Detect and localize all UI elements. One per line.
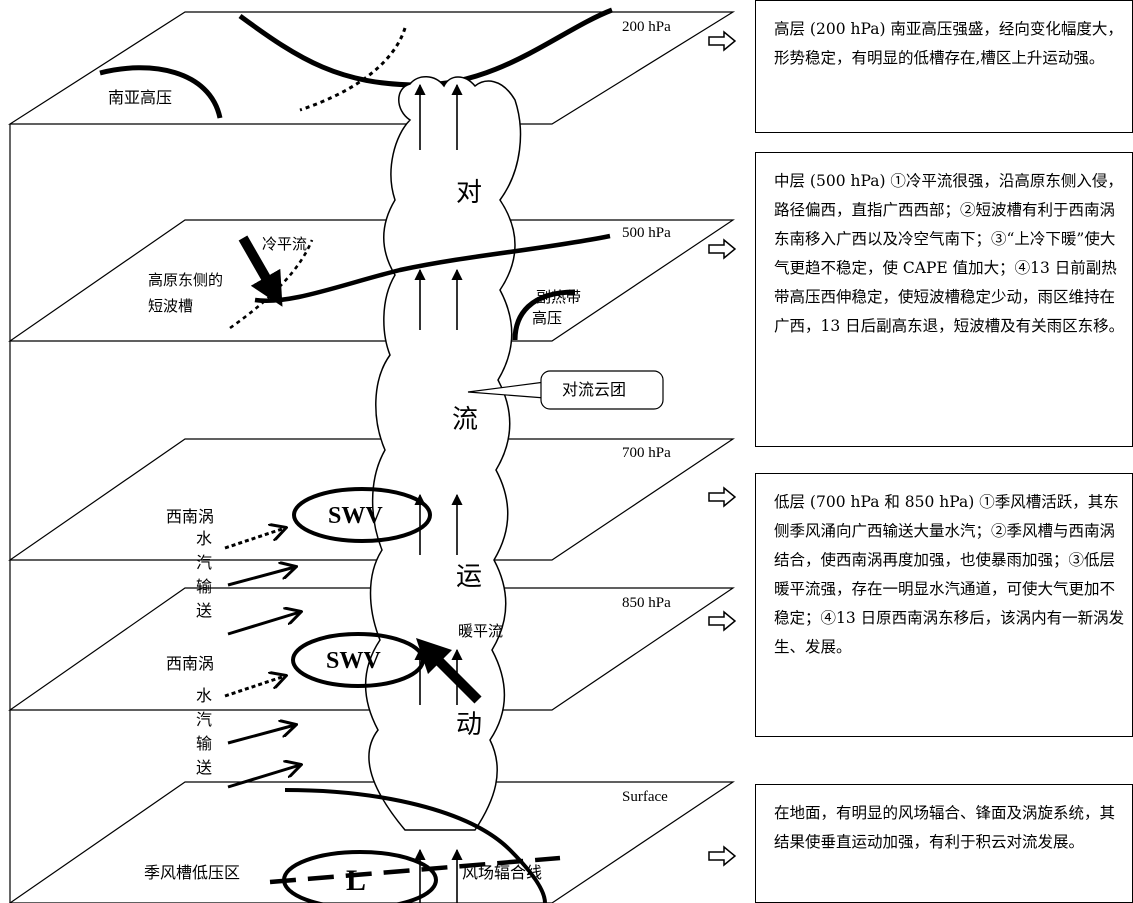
box-mid-level: 中层 (500 hPa) ①冷平流很强，沿高原东侧入侵，路径偏西，直指广西西部；… — [755, 152, 1133, 447]
subtropical-high-label-2: 高压 — [532, 309, 563, 327]
convective-cloud-callout — [540, 370, 664, 410]
plateau-trough-label-2: 短波槽 — [148, 297, 194, 315]
south-asia-high-contour — [99, 65, 223, 119]
warm-advection-arrow — [415, 637, 482, 704]
wind-convergence-label: 风场辐合线 — [462, 863, 543, 882]
plateau-trough-label-1: 高原东侧的 — [148, 271, 224, 289]
moisture-transport-850: 水 汽 输 送 — [195, 686, 212, 777]
vertical-word-dui: 对 — [456, 178, 483, 208]
right-arrow-icon-2 — [708, 238, 736, 260]
plane-700 — [8, 438, 735, 561]
plane-surface — [8, 781, 735, 903]
south-asia-high-label: 南亚高压 — [108, 88, 173, 107]
vertical-word-yun: 运 — [456, 562, 483, 592]
level-500-label: 500 hPa — [622, 225, 671, 241]
right-arrow-icon-3 — [708, 486, 736, 508]
box-low-level: 低层 (700 hPa 和 850 hPa) ①季风槽活跃，其东侧季风涌向广西输… — [755, 473, 1133, 737]
vertical-word-dong: 动 — [456, 710, 483, 740]
wind-convergence-line — [269, 855, 561, 885]
sw-vortex-700-label: 西南涡 — [166, 507, 215, 526]
low-center-text: L — [346, 864, 367, 897]
level-700-label: 700 hPa — [622, 445, 671, 461]
plane-500 — [8, 219, 735, 342]
swv-850-text: SWV — [326, 648, 381, 674]
cold-advection-label: 冷平流 — [262, 235, 308, 253]
warm-advection-label: 暖平流 — [458, 622, 504, 640]
monsoon-arrow-2 — [227, 612, 300, 636]
right-arrow-icon-4 — [708, 610, 736, 632]
level-surface-label: Surface — [622, 789, 668, 805]
sw-vortex-700-ellipse — [292, 487, 432, 543]
surface-front-line — [284, 788, 547, 903]
moisture-transport-700: 水 汽 输 送 — [195, 529, 212, 620]
level-850-label: 850 hPa — [622, 595, 671, 611]
moisture-arrow-850 — [224, 676, 285, 698]
right-arrow-icon-5 — [708, 845, 736, 867]
monsoon-arrow-1 — [227, 567, 295, 587]
level-200-label: 200 hPa — [622, 19, 671, 35]
sw-vortex-850-label: 西南涡 — [166, 654, 215, 673]
swv-700-text: SWV — [328, 503, 383, 529]
vertical-word-liu: 流 — [452, 405, 479, 435]
cold-advection-arrow — [238, 235, 283, 307]
monsoon-arrow-4 — [227, 765, 300, 789]
shortwave-trough-500 — [254, 233, 611, 303]
subtropical-high-contour — [512, 289, 576, 341]
moisture-arrow-700 — [224, 528, 285, 550]
convective-cloud-label: 对流云团 — [562, 380, 627, 399]
subtropical-high-label-1: 副热带 — [536, 288, 582, 306]
monsoon-arrow-3 — [227, 725, 295, 745]
callout-pointer — [467, 381, 546, 399]
box-surface: 在地面，有明显的风场辐合、锋面及涡旋系统，其结果使垂直运动加强，有利于积云对流发… — [755, 784, 1133, 903]
box-high-level: 高层 (200 hPa) 南亚高压强盛，经向变化幅度大，形势稳定，有明显的低槽存… — [755, 0, 1133, 133]
right-arrow-icon-1 — [708, 30, 736, 52]
convective-cloud-column — [364, 76, 522, 831]
plane-850 — [8, 587, 735, 711]
monsoon-trough-label: 季风槽低压区 — [144, 863, 241, 882]
trough-axis-200 — [299, 27, 407, 112]
